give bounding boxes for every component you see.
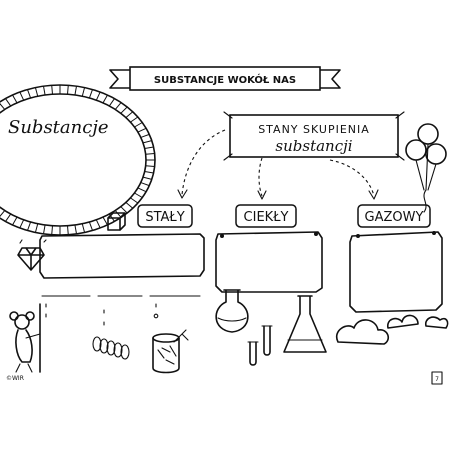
- test-tubes-icon: [247, 325, 273, 366]
- oval-tie: [145, 152, 155, 155]
- clouds-icon: [335, 314, 449, 345]
- spring-icon: [92, 336, 130, 360]
- oval-tie: [12, 216, 18, 226]
- footer-copyright: ©WIR: [6, 375, 24, 382]
- oval-tie: [81, 87, 86, 97]
- oval-tie: [137, 187, 147, 193]
- oval-tie: [88, 89, 93, 99]
- label-liquid: CIEKŁY: [235, 204, 297, 228]
- oval-tie: [95, 91, 101, 101]
- label-gas: GAZOWY: [357, 204, 431, 228]
- gas-box: [349, 231, 443, 313]
- oval-tie: [102, 216, 108, 226]
- solid-label: STAŁY: [145, 210, 184, 225]
- diamond-icon: [17, 239, 47, 271]
- oval-tie: [137, 127, 147, 133]
- states-heading-line2: substancji: [275, 137, 352, 155]
- oval-tie: [19, 91, 25, 101]
- states-heading-line1: STANY SKUPIENIA: [258, 123, 370, 136]
- dashed-arrows: [177, 129, 379, 200]
- oval-tie: [140, 182, 150, 187]
- oval-tie: [34, 87, 39, 97]
- oval-tie: [0, 103, 6, 110]
- oval-tie: [66, 225, 69, 235]
- mouse-mascot-icon: [9, 303, 41, 373]
- oval-tie: [19, 219, 25, 229]
- solid-box: [39, 233, 205, 279]
- label-solid: STAŁY: [137, 204, 193, 228]
- oval-tie: [108, 98, 115, 107]
- oval-tie: [81, 223, 86, 233]
- oval-tie: [134, 192, 143, 198]
- oval-tie: [142, 140, 152, 144]
- oval-tie: [102, 94, 108, 104]
- states-heading: STANY SKUPIENIA substancji: [223, 111, 405, 161]
- oval-label: Substancje: [8, 117, 109, 138]
- gas-label: GAZOWY: [365, 210, 424, 225]
- erlenmeyer-icon: [283, 295, 327, 353]
- oval-tie: [51, 225, 54, 235]
- page-number: 7: [435, 376, 439, 383]
- oval-tie: [27, 89, 32, 99]
- banner-title: SUBSTANCJE WOKÓŁ NAS: [154, 73, 296, 86]
- oval-tie: [66, 85, 69, 95]
- oval-tie: [114, 210, 122, 218]
- liquid-label: CIEKŁY: [244, 210, 289, 225]
- oval-tie: [134, 122, 143, 128]
- oval-tie: [120, 106, 128, 114]
- oval-tie: [140, 133, 150, 138]
- oval-tie: [43, 86, 46, 96]
- oval-tie: [95, 219, 101, 229]
- oval-tie: [51, 85, 54, 95]
- title-banner: SUBSTANCJE WOKÓŁ NAS: [109, 66, 341, 91]
- oval-tie: [43, 224, 46, 234]
- oval-tie: [142, 176, 152, 180]
- substance-oval: Substancje: [0, 84, 156, 236]
- oval-tie: [12, 94, 18, 104]
- oval-tie: [74, 86, 77, 96]
- liquid-box: [215, 231, 323, 293]
- oval-tie: [130, 197, 139, 204]
- jar-icon: [152, 329, 189, 374]
- oval-tie: [74, 224, 77, 234]
- oval-tie: [114, 102, 122, 110]
- oval-tie: [88, 221, 93, 231]
- oval-tie: [145, 165, 155, 168]
- oval-tie: [120, 206, 128, 214]
- footer: ©WIR 7: [6, 371, 443, 385]
- oval-tie: [5, 98, 12, 107]
- oval-tie: [125, 111, 134, 118]
- oval-tie: [5, 213, 12, 222]
- oval-tie: [0, 210, 6, 217]
- answer-lines: [41, 295, 201, 326]
- oval-tie: [27, 221, 32, 231]
- oval-tie: [144, 170, 154, 174]
- oval-tie: [130, 116, 139, 123]
- oval-tie: [34, 223, 39, 233]
- flask-icon: [215, 289, 249, 333]
- balloons-icon: [405, 123, 447, 213]
- cube-icon: [107, 212, 126, 231]
- oval-tie: [125, 202, 134, 209]
- oval-tie: [144, 146, 154, 150]
